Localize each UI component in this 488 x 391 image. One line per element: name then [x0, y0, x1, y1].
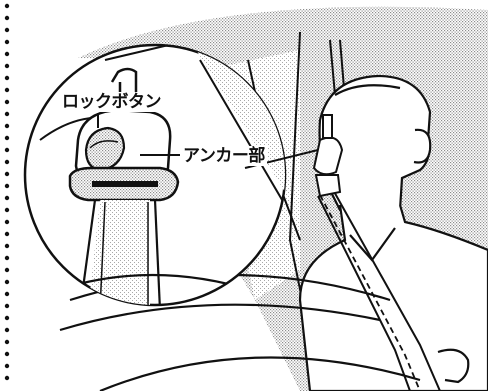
lock-button-label: ロックボタン: [60, 92, 163, 112]
anchor-label: アンカー部: [181, 146, 267, 166]
dotted-border: [5, 4, 9, 380]
